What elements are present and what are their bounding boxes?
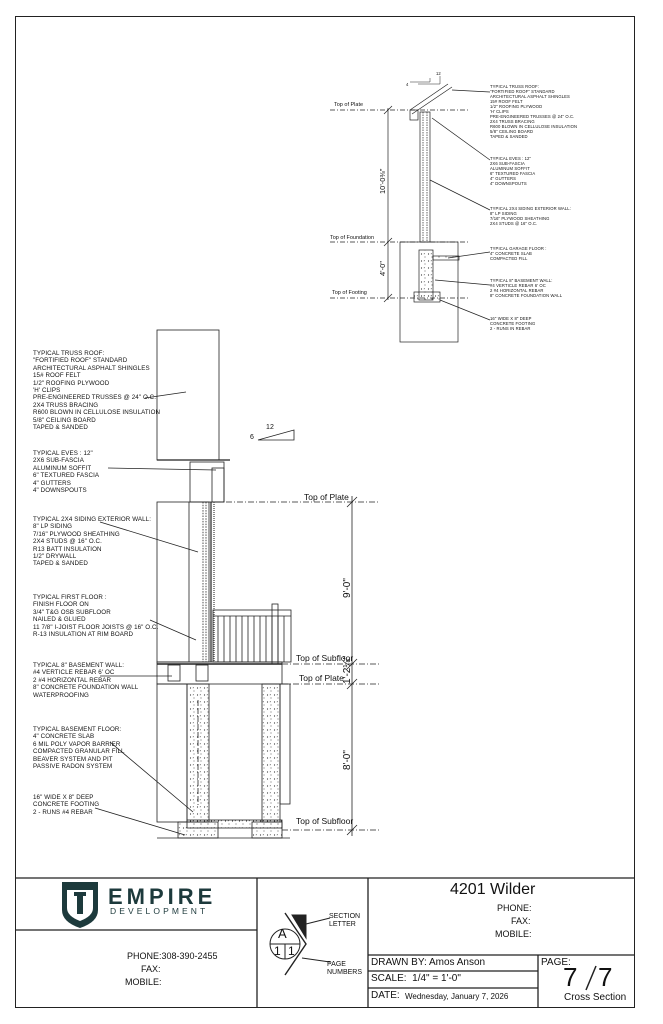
small-dim-foundation: 4'-0" xyxy=(378,261,387,276)
drawn-by: DRAWN BY: Amos Anson xyxy=(371,957,486,968)
note-footing: 16" WIDE x 8" DEEP CONCRETE FOOTING 2 - … xyxy=(33,794,100,816)
project-name: 4201 Wilder xyxy=(450,881,536,898)
small-level-foundation: Top of Foundation xyxy=(330,235,375,241)
company-fax: FAX: xyxy=(141,964,161,974)
small-note-eves: TYPICAL EVES : 12" 2X6 SUB-FASCIA ALUMIN… xyxy=(490,156,536,186)
section-letter-label: SECTION LETTER xyxy=(329,913,361,928)
note-basement-wall: TYPICAL 8" BASEMENT WALL: #4 VERTICLE RE… xyxy=(33,662,139,699)
page-label: PAGE: xyxy=(541,957,571,968)
legend-section-letter: A xyxy=(278,926,287,941)
large-section-detail xyxy=(94,329,380,839)
small-section-detail xyxy=(330,76,491,343)
note-basement-floor: TYPICAL BASEMENT FLOOR: 4" CONCRETE SLAB… xyxy=(33,726,125,771)
legend-page-number: 1 xyxy=(288,944,295,958)
section-legend-symbol xyxy=(269,912,331,976)
level-top-of-plate-2: Top of Plate xyxy=(299,673,344,683)
page-total: 7 xyxy=(598,962,613,992)
company-mobile: MOBILE: xyxy=(125,977,162,987)
note-truss-roof: TYPICAL TRUSS ROOF: "FORTIFIED ROOF" STA… xyxy=(33,350,161,432)
page-numbers-label: PAGE NUMBERS xyxy=(327,961,363,976)
small-level-plate: Top of Plate xyxy=(334,102,364,108)
sheet-title: Cross Section xyxy=(564,992,627,1003)
small-dim-wall: 10'-0⅜" xyxy=(378,168,387,194)
level-top-of-subfloor-2: Top of Subfloor xyxy=(296,816,354,826)
project-phone: PHONE: xyxy=(497,903,532,913)
small-level-footing: Top of Footing xyxy=(332,290,367,296)
company-subtitle: DEVELOPMENT xyxy=(110,906,209,916)
date-value: Wednesday, January 7, 2026 xyxy=(405,992,509,1001)
small-slope-rise: 12 xyxy=(436,71,441,76)
company-phone: PHONE:308-390-2455 xyxy=(127,951,218,961)
note-exterior-wall: TYPICAL 2x4 SIDING EXTERIOR WALL: 8" LP … xyxy=(33,516,152,568)
page-current: 7 xyxy=(563,962,578,992)
small-note-basement: TYPICAL 8" BASEMENT WALL: #4 VERTICLE RE… xyxy=(490,278,563,298)
note-eves: TYPICAL EVES : 12" 2X6 SUB-FASCIA ALUMIN… xyxy=(33,450,100,495)
project-fax: FAX: xyxy=(511,916,531,926)
legend-section-number: 1 xyxy=(274,944,281,958)
project-mobile: MOBILE: xyxy=(495,929,532,939)
small-note-footing: 16" WIDE x 8" DEEP CONCRETE FOOTING 2 - … xyxy=(490,316,536,331)
dim-basement-height: 8'-0" xyxy=(342,750,353,770)
drawing-sheet xyxy=(15,16,635,1008)
title-block-grid xyxy=(15,877,635,1008)
level-top-of-plate-1: Top of Plate xyxy=(304,492,349,502)
date-label: DATE: xyxy=(371,990,400,1001)
level-top-of-subfloor-1: Top of Subfloor xyxy=(296,653,354,663)
page-divider-slash xyxy=(585,965,597,991)
large-slope-rise: 12 xyxy=(266,424,274,431)
small-note-garage: TYPICAL GARAGE FLOOR : 4" CONCRETE SLAB … xyxy=(490,246,547,261)
company-name: EMPIRE xyxy=(108,884,217,909)
scale: SCALE: 1/4" = 1'-0" xyxy=(371,973,461,984)
small-slope-run: 4 xyxy=(406,82,409,87)
dim-wall-height: 9'-0" xyxy=(342,578,353,598)
small-note-roof: TYPICAL TRUSS ROOF: "FORTIFIED ROOF" STA… xyxy=(490,84,578,139)
large-slope-run: 6 xyxy=(250,434,254,441)
small-note-wall: TYPICAL 2x4 SIDING EXTERIOR WALL: 8" LP … xyxy=(490,206,571,226)
note-first-floor: TYPICAL FIRST FLOOR : FINISH FLOOR ON 3/… xyxy=(33,594,159,639)
logo-shield-icon xyxy=(62,882,98,928)
dim-floor-depth: 1'-2⅛" xyxy=(342,655,353,684)
